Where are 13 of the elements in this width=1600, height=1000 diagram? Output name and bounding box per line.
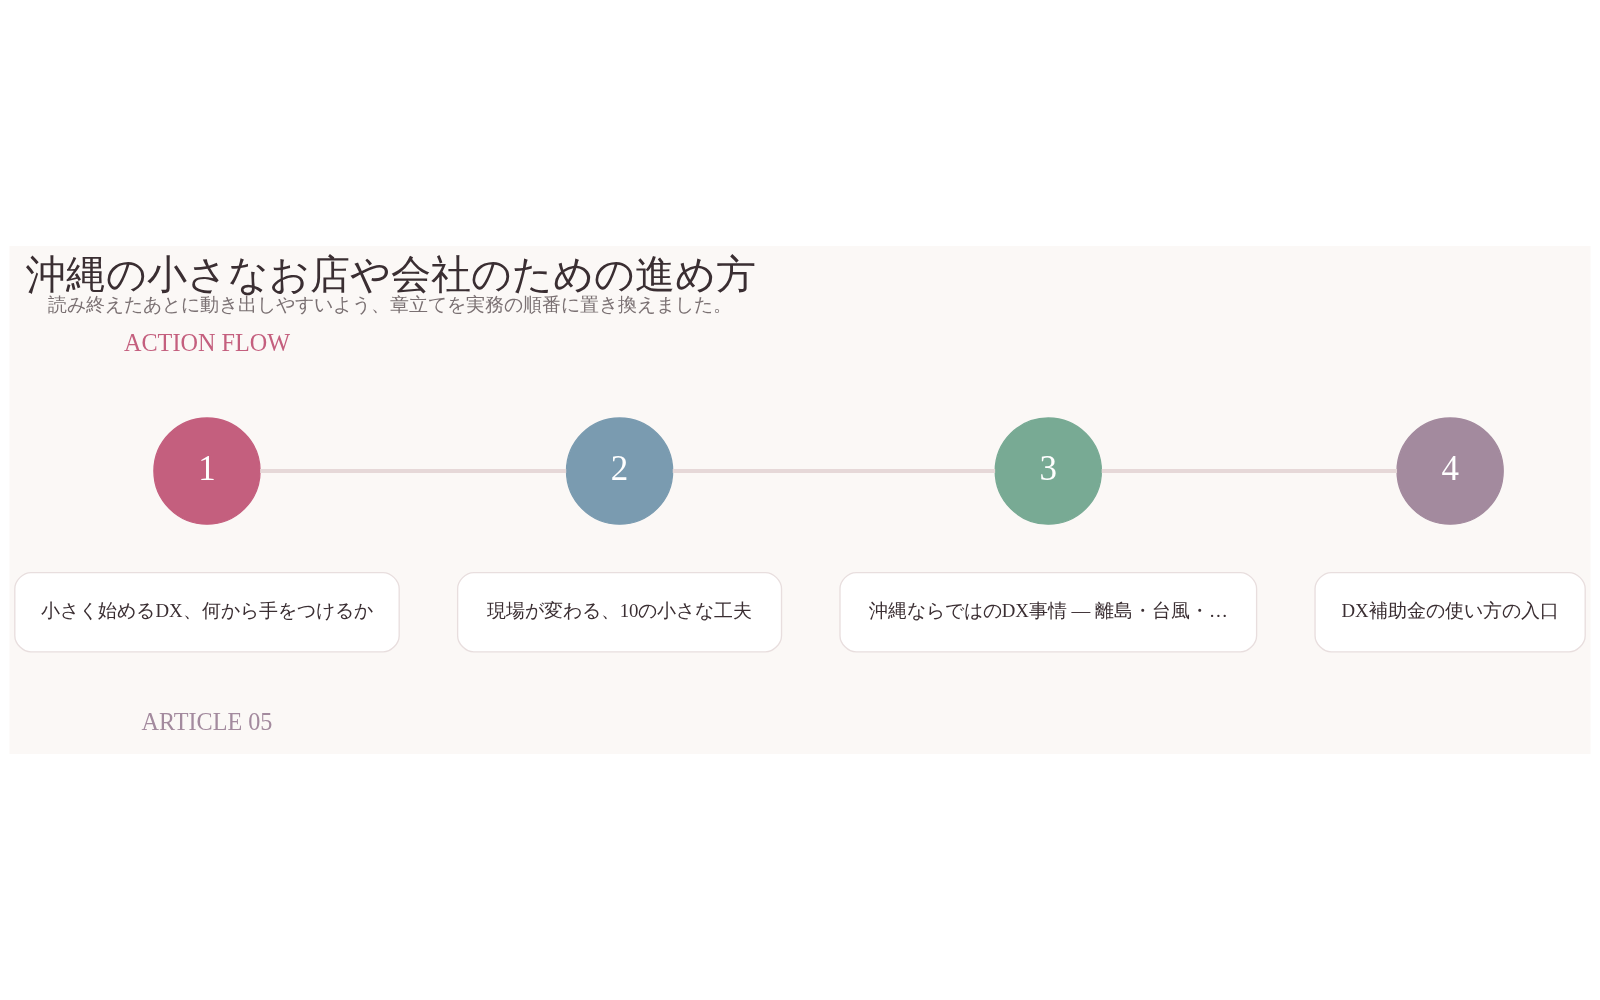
label: ACTION FLOW	[124, 329, 290, 357]
node-circle: 1	[153, 417, 261, 525]
node-circle: 4	[1396, 417, 1504, 525]
node-box: 小さく始めるDX、何から手をつけるか	[14, 571, 400, 653]
connector	[1101, 469, 1398, 474]
connector	[260, 469, 567, 474]
node-circle: 2	[565, 417, 674, 525]
connector	[672, 469, 996, 474]
node-circle: 3	[994, 417, 1103, 525]
node-box: 現場が変わる、10の小さな工夫	[456, 571, 783, 653]
label: ARTICLE 05	[141, 708, 273, 736]
node-box: DX補助金の使い方の入口	[1314, 571, 1586, 653]
node-box: 沖縄ならではのDX事情 — 離島・台風・…	[839, 571, 1258, 653]
